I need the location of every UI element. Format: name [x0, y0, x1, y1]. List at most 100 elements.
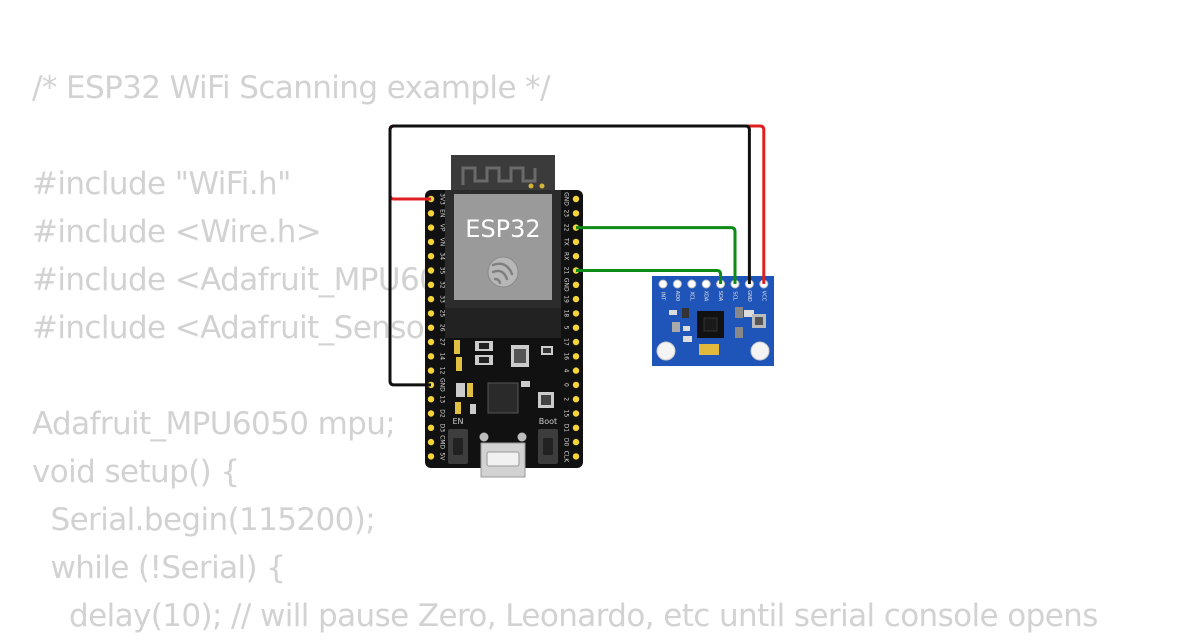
mpu6050-pin-label: XCL	[688, 291, 694, 301]
wire-layer	[388, 124, 766, 387]
mpu6050-pin[interactable]	[658, 279, 668, 289]
code-line: #include <Wire.h>	[32, 214, 322, 250]
esp32-pin[interactable]	[572, 210, 580, 217]
esp32-pin[interactable]	[572, 338, 580, 346]
code-line: void setup() {	[32, 454, 240, 490]
esp32-pin-label: 4	[563, 369, 570, 373]
en-button[interactable]	[448, 429, 468, 464]
wire[interactable]	[576, 226, 737, 284]
esp32-pin-label: CMD	[439, 435, 446, 449]
esp32-pin[interactable]	[427, 224, 435, 231]
esp32-pin[interactable]	[427, 338, 435, 346]
mpu6050-components	[669, 307, 766, 355]
esp32-pin[interactable]	[427, 353, 435, 360]
esp32-pin-label: 12	[439, 367, 446, 375]
esp32-pin[interactable]	[572, 367, 580, 374]
esp32-pin[interactable]	[427, 367, 435, 374]
esp32-pin[interactable]	[427, 410, 435, 417]
esp32-left-pin-header: 3V3ENVPVN343532332526271412GND13D2D3CMD5…	[427, 193, 446, 461]
esp32-pin[interactable]	[572, 396, 580, 403]
esp32-pin[interactable]	[572, 381, 580, 389]
esp32-pin[interactable]	[572, 453, 580, 460]
esp32-pin[interactable]	[427, 438, 435, 446]
esp32-pin-label: VP	[439, 224, 446, 232]
esp32-components	[454, 340, 554, 414]
mpu6050-pin[interactable]	[672, 279, 682, 289]
esp32-pin[interactable]	[427, 424, 435, 431]
esp32-pin-label: 14	[439, 352, 446, 360]
esp32-pin[interactable]	[427, 295, 435, 303]
esp32-pin[interactable]	[427, 238, 435, 246]
esp32-pin[interactable]	[427, 281, 435, 288]
esp32-pin-label: 5V	[439, 452, 446, 461]
esp32-pin-label: 25	[439, 310, 446, 318]
wire[interactable]	[388, 124, 751, 387]
esp32-board[interactable]: ESP32 3V3ENVPVN343532332526271412GND13D2…	[425, 155, 583, 478]
esp32-pin-label: 18	[563, 310, 570, 318]
esp32-pin[interactable]	[427, 267, 435, 274]
esp32-pin-label: 3V3	[439, 193, 446, 205]
mpu6050-pin-label: XDA	[703, 291, 709, 302]
mpu6050-pin-label: AD0	[674, 291, 680, 301]
esp32-pin[interactable]	[427, 453, 435, 460]
esp32-pin[interactable]	[427, 253, 435, 260]
boot-button[interactable]	[538, 429, 558, 464]
espressif-logo-icon	[487, 256, 519, 288]
esp32-pin-label: 0	[563, 383, 570, 387]
wire[interactable]	[576, 269, 723, 285]
esp32-pin[interactable]	[572, 353, 580, 360]
esp32-pin-label: 34	[439, 252, 446, 260]
mpu6050-pin-label: INT	[660, 292, 666, 301]
esp32-pin-label: TX	[563, 237, 570, 246]
mpu6050-pin[interactable]	[687, 279, 697, 289]
esp32-pin-label: 17	[563, 338, 570, 346]
esp32-pin-label: D0	[563, 438, 570, 447]
esp32-pin[interactable]	[427, 324, 435, 331]
esp32-pin-label: 2	[563, 397, 570, 401]
esp32-pin[interactable]	[572, 195, 580, 203]
esp32-pin[interactable]	[572, 238, 580, 246]
esp32-pin[interactable]	[427, 396, 435, 403]
esp32-pin[interactable]	[572, 438, 580, 446]
esp32-pin-label: 21	[563, 267, 570, 275]
esp32-pin[interactable]	[572, 253, 580, 260]
esp32-label: ESP32	[465, 215, 540, 243]
esp32-pin-label: 35	[439, 267, 446, 275]
esp32-pin[interactable]	[427, 210, 435, 217]
esp32-pin-label: D2	[439, 409, 446, 418]
mpu6050-pin-label: SDA	[717, 291, 723, 302]
esp32-pin-label: 13	[439, 395, 446, 403]
esp32-pin-label: 22	[563, 224, 570, 232]
esp32-pin[interactable]	[427, 310, 435, 317]
esp32-pin[interactable]	[572, 310, 580, 317]
esp32-pin-label: RX	[563, 252, 570, 260]
esp32-pin[interactable]	[572, 324, 580, 331]
esp32-wroom-module: ESP32	[445, 155, 561, 338]
esp32-pin-label: D3	[439, 424, 446, 433]
esp32-pin[interactable]	[572, 410, 580, 417]
code-line: delay(10); // will pause Zero, Leonardo,…	[32, 598, 1098, 634]
esp32-pin[interactable]	[572, 424, 580, 431]
esp32-pin[interactable]	[572, 295, 580, 303]
code-line: #include "WiFi.h"	[32, 166, 291, 202]
esp32-pin-label: 32	[439, 281, 446, 289]
esp32-pin-label: 16	[563, 352, 570, 360]
boot-button-label: Boot	[539, 417, 557, 426]
code-line: Adafruit_MPU6050 mpu;	[32, 406, 396, 442]
esp32-pin-label: EN	[439, 209, 446, 217]
mpu6050-pin-label: SCL	[732, 291, 738, 301]
code-line: Serial.begin(115200);	[32, 502, 376, 538]
esp32-pin-label: GND	[439, 378, 446, 392]
esp32-pin[interactable]	[572, 281, 580, 288]
en-button-label: EN	[452, 417, 463, 426]
mpu6050-pin[interactable]	[701, 279, 711, 289]
esp32-pin-label: D1	[563, 424, 570, 433]
esp32-pin-label: 33	[439, 295, 446, 303]
code-line: while (!Serial) {	[32, 550, 286, 586]
esp32-pin-label: CLK	[563, 451, 570, 464]
esp32-pin-label: GND	[563, 278, 570, 292]
esp32-pin-label: 27	[439, 338, 446, 346]
